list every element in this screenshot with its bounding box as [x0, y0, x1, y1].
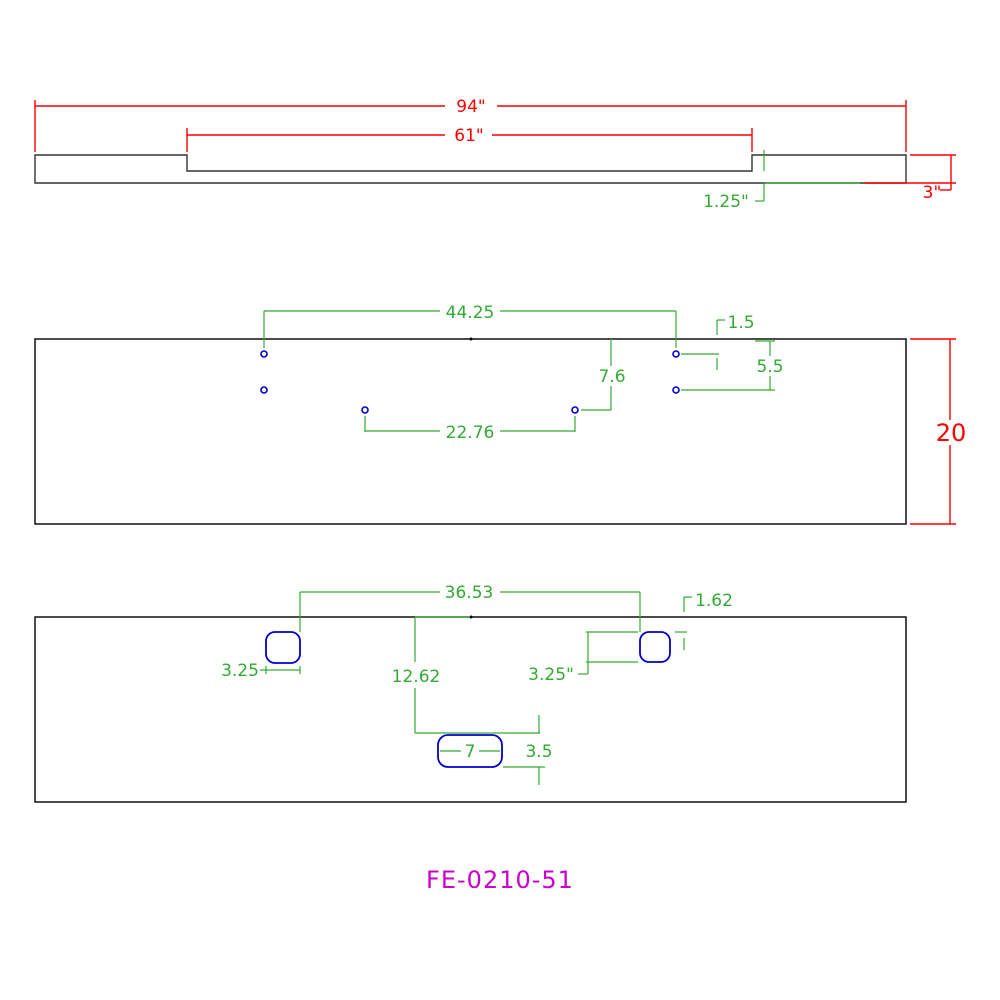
- slot-spacing-label: 36.53: [445, 583, 494, 603]
- hole-spacing-inner-label: 22.76: [446, 423, 495, 443]
- center-slot-length-label: 7: [465, 742, 476, 762]
- slots: [265, 631, 671, 768]
- left-slot: [265, 631, 301, 664]
- bottom-edge-offset-label: 1.62: [695, 591, 733, 611]
- top-view: 20 44.25 22.76 7.6: [34, 303, 967, 525]
- hole-pair-spacing-dimension: [681, 340, 775, 391]
- bottom-edge-offset-dimension: [675, 596, 692, 650]
- mounting-hole: [260, 350, 268, 358]
- part-number: FE-0210-51: [426, 866, 574, 894]
- height-label: 3": [923, 183, 942, 203]
- center-length-label: 61": [454, 126, 483, 146]
- hole-spacing-outer-dimension: [263, 310, 677, 348]
- left-slot-size-label: 3.25: [221, 661, 259, 681]
- hole-spacing-inner-dimension: [364, 416, 576, 432]
- width-label: 20: [936, 419, 967, 447]
- center-slot: [437, 734, 503, 768]
- hole-pair-spacing-label: 5.5: [756, 357, 783, 377]
- bottom-view-outline: [34, 616, 907, 803]
- overall-length-dimension: [34, 100, 907, 152]
- center-length-dimension: [186, 128, 753, 152]
- width-dimension: [910, 338, 956, 525]
- vertical-offset-label: 7.6: [598, 367, 625, 387]
- notch-depth-dimension: [755, 150, 860, 202]
- slot-spacing-dimension: [299, 591, 641, 632]
- top-center-mark: [469, 337, 473, 341]
- mounting-hole: [672, 386, 680, 394]
- center-slot-depth-label: 12.62: [392, 667, 441, 687]
- right-slot-size-dimension: [578, 631, 638, 675]
- notch-depth-label: 1.25": [703, 192, 749, 212]
- bottom-center-mark: [469, 615, 473, 619]
- mounting-holes: [260, 350, 680, 414]
- center-slot-height-label: 3.5: [525, 742, 552, 762]
- mounting-hole: [361, 406, 369, 414]
- side-view: 94" 61" 3" 1.25": [34, 97, 956, 212]
- hole-spacing-outer-label: 44.25: [446, 303, 495, 323]
- height-dimension: [865, 154, 956, 191]
- left-slot-size-dimension: [260, 666, 301, 674]
- right-slot-size-label: 3.25": [528, 665, 574, 685]
- mounting-hole: [672, 350, 680, 358]
- edge-offset-label: 1.5: [727, 313, 754, 333]
- side-view-profile: [34, 154, 907, 184]
- right-slot: [639, 631, 671, 663]
- center-slot-depth-dimension: [414, 616, 540, 734]
- bottom-view: 36.53 1.62 3.25 3.25": [34, 583, 907, 803]
- mounting-hole: [571, 406, 579, 414]
- overall-length-label: 94": [456, 97, 485, 117]
- mounting-hole: [260, 386, 268, 394]
- edge-offset-dimension: [681, 319, 725, 370]
- vertical-offset-dimension: [581, 339, 612, 411]
- center-slot-height-dimension: [503, 766, 545, 785]
